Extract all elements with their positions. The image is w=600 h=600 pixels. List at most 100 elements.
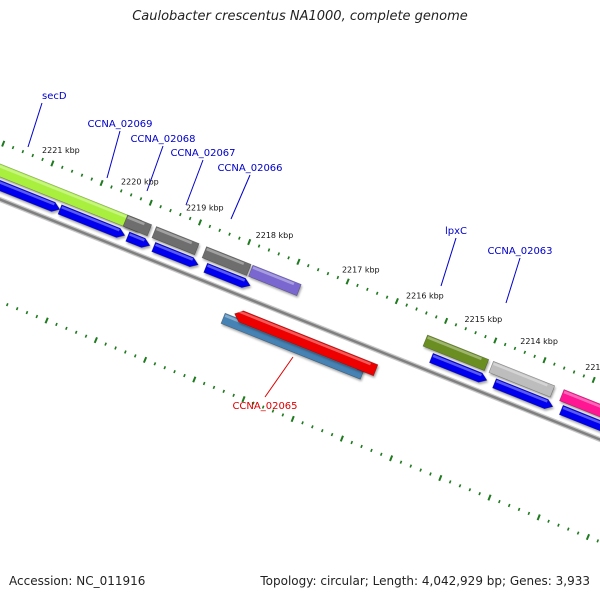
tick-mark-inner [438,474,443,482]
tick-mark-outer [356,283,359,288]
tick-mark-inner [74,330,78,334]
tick-mark-outer [405,303,409,307]
label-leaders [27,102,521,398]
tick-mark-inner [409,464,413,468]
tick-mark-inner [65,326,68,331]
tick-mark-inner [517,507,521,512]
tick-mark-outer [375,291,379,295]
scale-label: 2216 kbp [406,291,444,300]
gene-ccna_02063 [488,360,556,398]
label-leader [505,257,521,304]
label-leader [106,130,121,179]
label-leader [230,174,251,220]
tick-mark-outer [257,244,261,248]
tick-mark-outer [513,346,517,351]
tick-mark-inner [429,472,432,476]
tick-mark-inner [25,310,29,315]
gene-ccna_02065-highlight [236,309,371,366]
scale-label: 2221 kbp [42,146,80,155]
gene-ccna_02069 [122,214,153,237]
tick-mark-outer [148,199,153,206]
tick-mark-outer [1,140,6,147]
tick-mark-outer [553,362,556,366]
page-title: Caulobacter crescentus NA1000, complete … [132,9,468,24]
tick-mark-outer [197,219,203,226]
tick-mark-outer [425,311,428,315]
tick-mark-outer [110,185,113,189]
cds-feature-highlight [0,181,55,206]
tick-mark-outer [366,287,369,292]
tick-mark-inner [142,356,148,363]
tick-mark-inner [487,494,492,501]
gene-unnamed-highlight [563,390,600,408]
tick-mark-inner [192,376,197,383]
label-leader [146,145,164,192]
cds-feature [429,352,488,383]
gene-ccna_02066 [248,264,302,296]
tick-mark-inner [212,385,216,390]
cds-feature [151,241,199,268]
tick-mark-inner [536,514,541,521]
tick-mark-outer [533,354,536,358]
tick-mark-inner [419,468,422,472]
tick-mark-inner [5,303,9,307]
tick-mark-outer [179,212,182,217]
tick-mark-outer [572,370,576,374]
tick-mark-outer [523,350,527,355]
gene-secd-highlight [0,165,135,222]
tick-mark-inner [232,393,235,397]
tick-mark-inner [498,499,501,504]
scale-label: 2219 kbp [186,203,224,212]
tick-mark-outer [41,157,44,162]
label-leader [185,159,204,206]
tick-mark-outer [129,193,133,197]
tick-mark-inner [173,369,176,374]
tick-mark-outer [474,330,477,335]
tick-mark-inner [222,389,226,393]
tick-mark-inner [448,480,452,484]
gene-unnamed [559,389,600,418]
tick-mark-inner [339,435,344,442]
tick-mark-outer [306,264,310,268]
gene-label-ccna_02069: CCNA_02069 [87,119,152,130]
tick-mark-outer [454,323,458,327]
cds-feature [492,378,554,410]
tick-mark-outer [394,298,399,305]
tick-mark-inner [311,425,314,429]
topology-text: Topology: circular; Length: 4,042,929 bp… [260,574,590,588]
tick-mark-outer [50,160,55,167]
tick-mark-outer [444,317,449,324]
tick-mark-inner [104,342,107,346]
gene-lpxc [422,334,490,371]
tick-mark-inner [557,523,560,527]
tick-mark-inner [566,527,570,531]
cds-feature-highlight [129,233,145,242]
tick-mark-outer [385,295,389,299]
tick-mark-inner [202,381,206,386]
gene-label-ccna_02066: CCNA_02066 [217,163,282,174]
tick-mark-outer [159,205,162,209]
tick-mark-outer [90,177,94,181]
gene-label-ccna_02063: CCNA_02063 [487,246,552,257]
tick-mark-outer [31,153,35,158]
gene-ccna_02069-highlight [127,216,145,226]
tick-mark-inner [290,415,295,423]
tick-mark-outer [336,275,340,280]
scale-label: 2218 kbp [256,231,294,240]
tick-mark-inner [153,362,157,366]
gene-ccna_02063-highlight [493,362,548,387]
tick-mark-inner [241,396,246,403]
tick-mark-outer [80,173,84,177]
tick-mark-inner [320,429,324,433]
tick-mark-inner [281,413,285,417]
tick-mark-inner [585,533,591,541]
tick-mark-outer [562,366,566,370]
tick-mark-outer [208,224,212,229]
tick-mark-outer [139,197,143,201]
tick-mark-inner [379,452,383,456]
tick-mark-outer [218,228,222,233]
feature-layer [0,163,600,432]
tick-mark-outer [11,145,15,150]
tick-mark-inner [468,488,472,492]
